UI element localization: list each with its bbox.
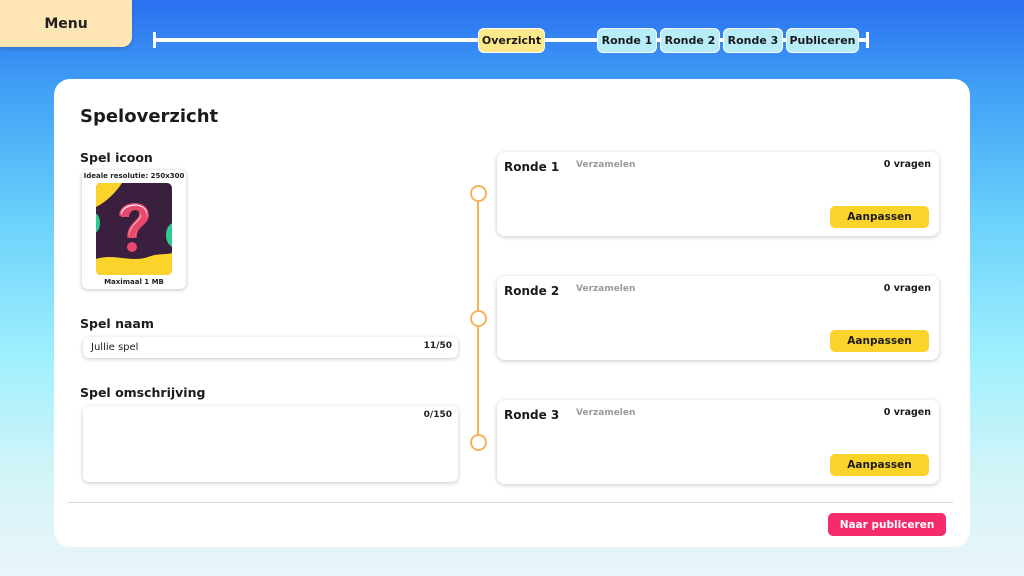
round-question-count: 0 vragen	[883, 407, 931, 418]
round-name: Ronde 3	[504, 408, 560, 422]
step-ronde-1[interactable]: Ronde 1	[597, 28, 657, 53]
round-name: Ronde 1	[504, 160, 560, 174]
game-description-label: Spel omschrijving	[80, 385, 206, 400]
game-icon-upload[interactable]: Ideale resolutie: 250x300 Maximaal 1 MB	[82, 170, 186, 289]
step-ronde-3[interactable]: Ronde 3	[723, 28, 783, 53]
round-name: Ronde 2	[504, 284, 560, 298]
timeline-node-3	[470, 434, 487, 451]
round-card-1[interactable]: Ronde 1 Verzamelen 0 vragen Aanpassen	[497, 152, 939, 236]
step-publiceren[interactable]: Publiceren	[786, 28, 859, 53]
game-name-counter: 11/50	[423, 341, 452, 351]
game-name-input[interactable]: Jullie spel 11/50	[83, 337, 458, 358]
round-type: Verzamelen	[576, 160, 636, 170]
step-ronde-2[interactable]: Ronde 2	[660, 28, 720, 53]
menu-button[interactable]: Menu	[0, 0, 132, 47]
edit-round-1-button[interactable]: Aanpassen	[830, 206, 929, 228]
progress-track-end	[866, 32, 869, 48]
icon-size-hint: Maximaal 1 MB	[104, 278, 164, 286]
round-card-2[interactable]: Ronde 2 Verzamelen 0 vragen Aanpassen	[497, 276, 939, 360]
page-title: Speloverzicht	[80, 106, 219, 127]
timeline-node-2	[470, 310, 487, 327]
round-question-count: 0 vragen	[883, 159, 931, 170]
overview-card: Speloverzicht Spel icoon Ideale resoluti…	[54, 79, 970, 547]
game-description-input[interactable]: 0/150	[83, 406, 458, 482]
step-overzicht[interactable]: Overzicht	[478, 28, 545, 53]
question-mark-icon	[96, 183, 172, 275]
timeline-node-1	[470, 185, 487, 202]
progress-track-start	[153, 32, 156, 48]
round-card-3[interactable]: Ronde 3 Verzamelen 0 vragen Aanpassen	[497, 400, 939, 484]
round-type: Verzamelen	[576, 284, 636, 294]
edit-round-3-button[interactable]: Aanpassen	[830, 454, 929, 476]
game-name-label: Spel naam	[80, 316, 154, 331]
edit-round-2-button[interactable]: Aanpassen	[830, 330, 929, 352]
to-publish-button[interactable]: Naar publiceren	[828, 513, 946, 536]
round-question-count: 0 vragen	[883, 283, 931, 294]
round-type: Verzamelen	[576, 408, 636, 418]
footer-divider	[68, 502, 953, 503]
game-icon-label: Spel icoon	[80, 150, 153, 165]
icon-resolution-hint: Ideale resolutie: 250x300	[83, 172, 185, 180]
game-name-value: Jullie spel	[91, 342, 139, 353]
game-description-counter: 0/150	[423, 410, 452, 420]
